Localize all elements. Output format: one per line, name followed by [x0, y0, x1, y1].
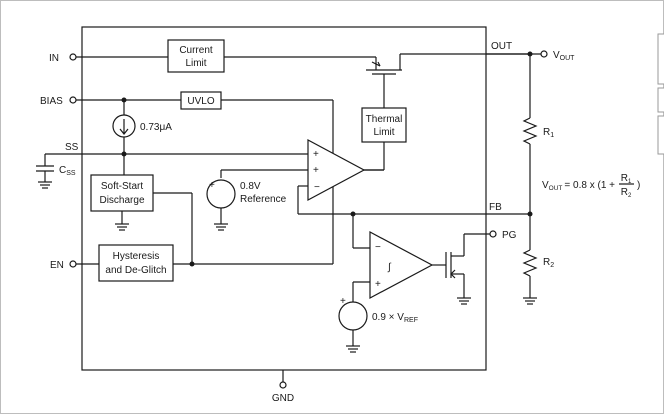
ic-boundary [81, 26, 487, 371]
error-amplifier: + + − [307, 138, 366, 202]
svg-text:R1: R1 [621, 173, 632, 185]
svg-text:Reference: Reference [240, 194, 287, 205]
soft-start-discharge-block: Soft-Start Discharge [90, 174, 193, 264]
svg-text:∫: ∫ [387, 262, 392, 273]
svg-text:Limit: Limit [185, 58, 206, 69]
pin-in: IN [49, 53, 168, 64]
svg-text:Soft-Start: Soft-Start [101, 181, 143, 192]
r1-label: R1 [543, 127, 554, 139]
pg-reference-source: + 0.9 × VREF [338, 296, 418, 353]
pin-out-label: OUT [491, 41, 512, 52]
uvlo-block: UVLO [180, 91, 222, 110]
svg-text:+: + [375, 279, 381, 290]
vout-label: VOUT [553, 50, 575, 62]
svg-text:R2: R2 [621, 187, 632, 199]
thermal-limit-block: Thermal Limit [361, 107, 407, 143]
css-capacitor: CSS [36, 154, 76, 189]
pin-ss: SS [45, 142, 308, 155]
pin-pg-label: PG [502, 230, 517, 241]
pass-fet [366, 61, 402, 108]
pg-fet [445, 233, 490, 305]
pin-bias: BIAS [40, 96, 181, 107]
pg-ref-label: 0.9 × VREF [372, 312, 418, 324]
svg-text:Limit: Limit [373, 127, 394, 138]
svg-text:UVLO: UVLO [187, 96, 214, 107]
svg-text:+: + [209, 180, 215, 191]
pg-comparator: − + ∫ [369, 231, 434, 299]
svg-text:Thermal: Thermal [366, 114, 403, 125]
vout-equation: VOUT= 0.8 x (1 + R1 R2 ) [542, 173, 640, 199]
r2-label: R2 [543, 257, 554, 269]
svg-text:+: + [313, 149, 319, 160]
svg-text:Discharge: Discharge [99, 195, 144, 206]
svg-text:): ) [637, 180, 640, 191]
pin-gnd: GND [272, 370, 294, 404]
pin-in-label: IN [49, 53, 59, 64]
resistor-r1: R1 [522, 54, 554, 214]
svg-text:and De-Glitch: and De-Glitch [105, 265, 166, 276]
side-tabs [657, 33, 664, 155]
pin-ss-label: SS [65, 142, 79, 153]
svg-text:VOUT= 0.8 x (1 +: VOUT= 0.8 x (1 + [542, 180, 615, 192]
svg-text:+: + [313, 165, 319, 176]
svg-text:−: − [314, 182, 320, 193]
svg-text:Current: Current [179, 45, 213, 56]
pin-fb-label: FB [489, 202, 502, 213]
current-source-label: 0.73μA [140, 122, 172, 133]
svg-text:−: − [375, 242, 381, 253]
pin-en: EN [50, 260, 99, 271]
current-limit-block: Current Limit [167, 39, 225, 73]
hysteresis-deglitch-block: Hysteresis and De-Glitch [98, 244, 174, 282]
svg-text:Hysteresis: Hysteresis [113, 251, 160, 262]
reference-source: + 0.8V Reference [206, 169, 308, 231]
pin-gnd-label: GND [272, 393, 294, 404]
svg-text:0.8V: 0.8V [240, 181, 261, 192]
pin-en-label: EN [50, 260, 64, 271]
svg-text:+: + [340, 296, 346, 307]
css-label: CSS [59, 165, 76, 177]
pin-bias-label: BIAS [40, 96, 63, 107]
bias-current-source: 0.73μA [112, 97, 172, 175]
resistor-r2: R2 [522, 214, 554, 305]
